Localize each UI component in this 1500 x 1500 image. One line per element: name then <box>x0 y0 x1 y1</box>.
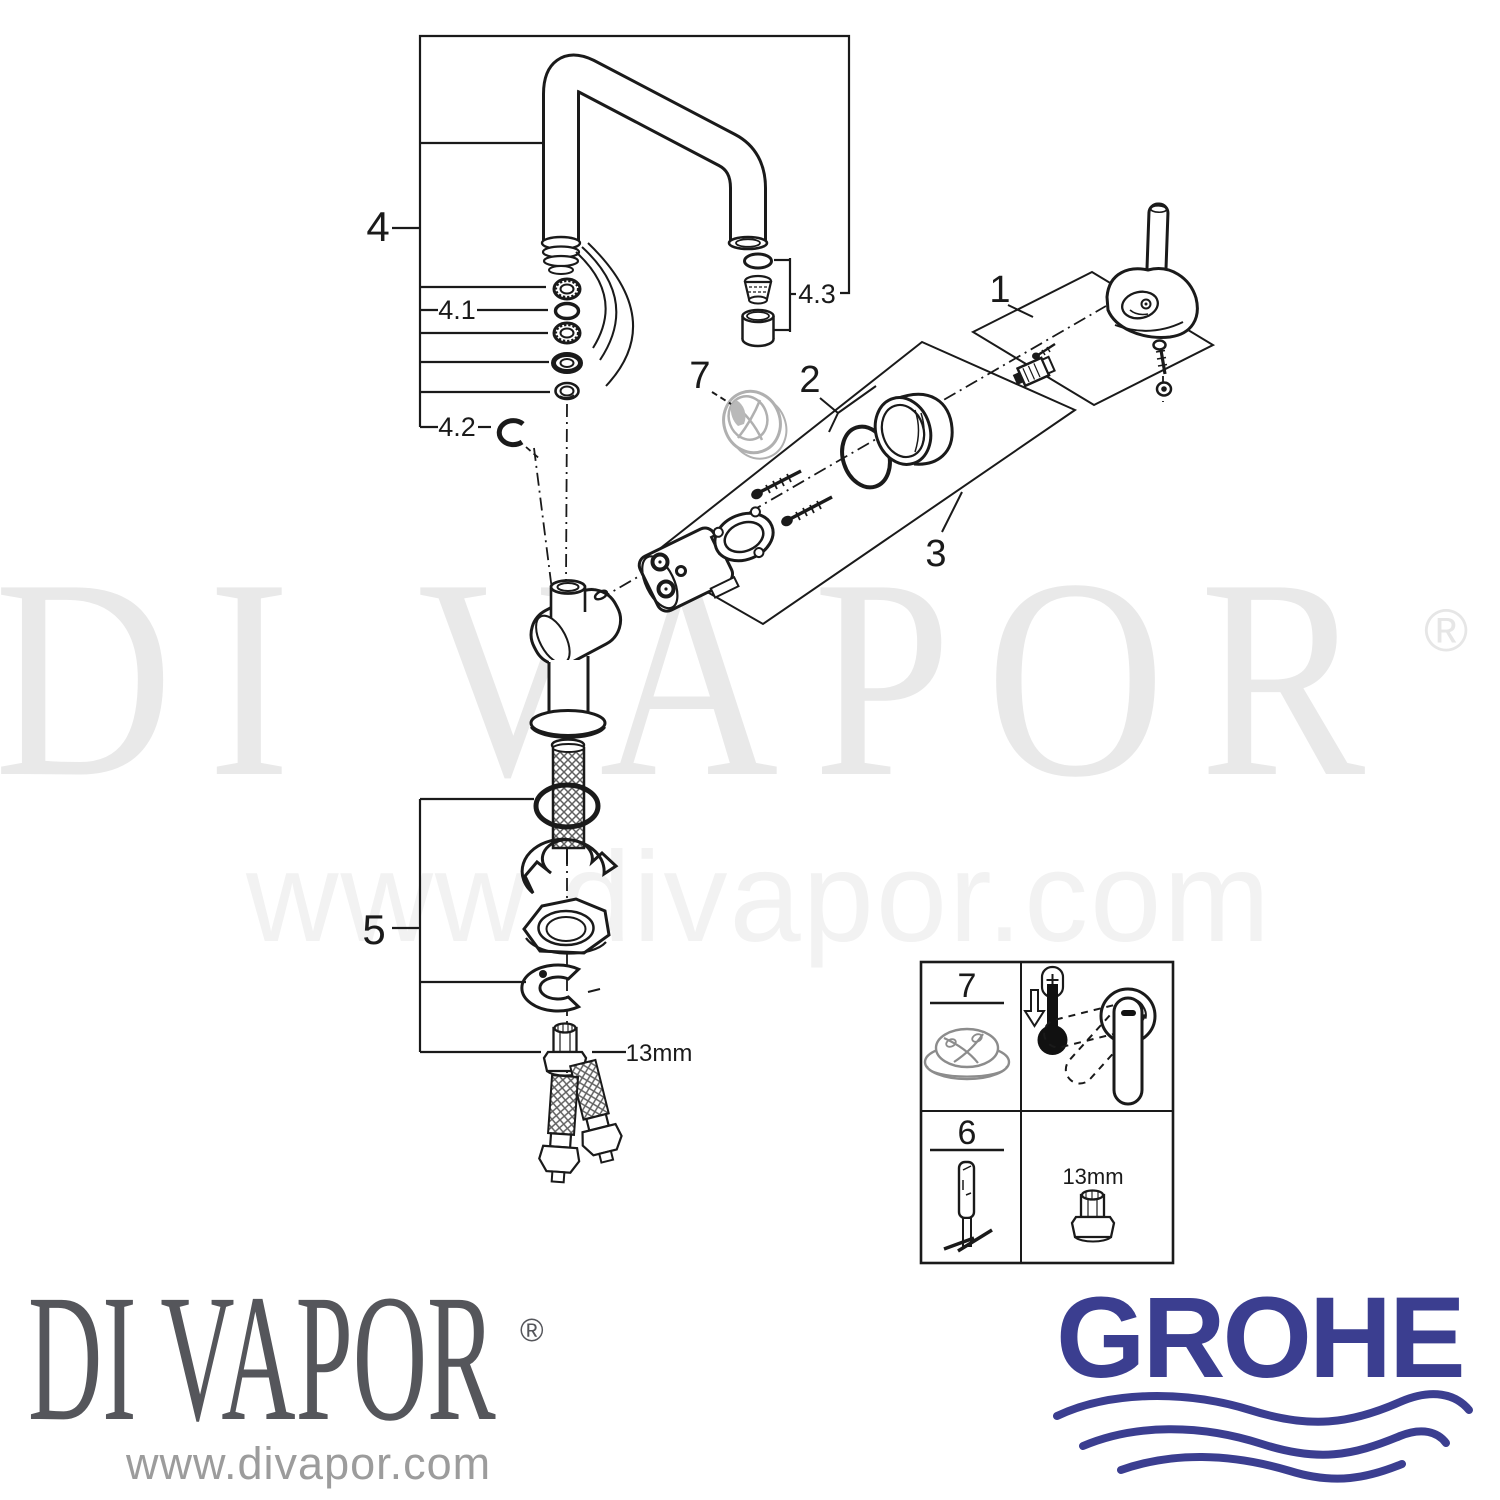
inset-label-13mm: 13mm <box>1062 1164 1123 1189</box>
label-part3: 3 <box>925 533 946 575</box>
dome-cap <box>873 393 954 466</box>
inset-label-7: 7 <box>958 967 977 1005</box>
part1-leader <box>1007 304 1034 318</box>
spout-seal-stack <box>551 277 583 401</box>
flow-limiter-muted <box>722 389 788 460</box>
grohe-logo-text: GROHE <box>1056 1274 1466 1402</box>
label-13mm: 13mm <box>626 1040 693 1067</box>
part4-3-bracket <box>774 258 796 332</box>
spout-tube <box>540 53 769 387</box>
c-clip <box>496 418 542 461</box>
label-part4-2: 4.2 <box>438 412 476 442</box>
inset-thermometer-icon <box>1023 965 1068 1055</box>
part3-outline-box <box>646 340 1078 626</box>
inset-limiter-icon <box>923 1027 1011 1081</box>
part5-bracket <box>392 797 541 1054</box>
inset-handle-icon <box>1043 987 1157 1106</box>
label-part4: 4 <box>366 203 389 250</box>
inset-tool-icon <box>943 1160 993 1253</box>
lever-handle <box>1105 202 1199 397</box>
part4-bracket <box>392 34 851 429</box>
threaded-shank <box>551 743 586 864</box>
label-part7: 7 <box>689 355 710 397</box>
label-part4-3: 4.3 <box>798 279 836 309</box>
divapor-site-text: www.divapor.com <box>126 1438 492 1489</box>
label-part1: 1 <box>989 269 1010 311</box>
fixing-screws <box>751 469 833 527</box>
part3-leader <box>941 491 963 533</box>
grohe-waves-icon <box>1053 1390 1473 1483</box>
watermark-site-text: www.divapor.com <box>246 826 1272 969</box>
mounting-hardware <box>520 837 619 1013</box>
part2-leader <box>819 385 877 433</box>
label-part2: 2 <box>799 359 820 401</box>
inset-box: 7 <box>919 960 1175 1265</box>
flexible-hoses <box>538 1058 623 1184</box>
part7-leader <box>711 391 732 405</box>
aerator-stack <box>741 252 775 348</box>
faucet-body <box>529 579 623 752</box>
label-part4-1: 4.1 <box>438 295 476 325</box>
base-o-ring <box>533 782 601 830</box>
inset-13mm-fitting-icon <box>1070 1189 1116 1243</box>
part1-outline-box <box>970 270 1216 407</box>
watermark-registered-mark: ® <box>1424 597 1469 664</box>
label-part5: 5 <box>362 906 385 953</box>
retaining-ring <box>712 506 775 563</box>
center-axis-lines <box>533 305 1164 1075</box>
handle-adapter <box>1012 342 1056 388</box>
inset-label-6: 6 <box>958 1114 977 1152</box>
divapor-logo-text: DI VAPOR <box>28 1258 496 1459</box>
divapor-registered-mark: ® <box>520 1312 544 1348</box>
